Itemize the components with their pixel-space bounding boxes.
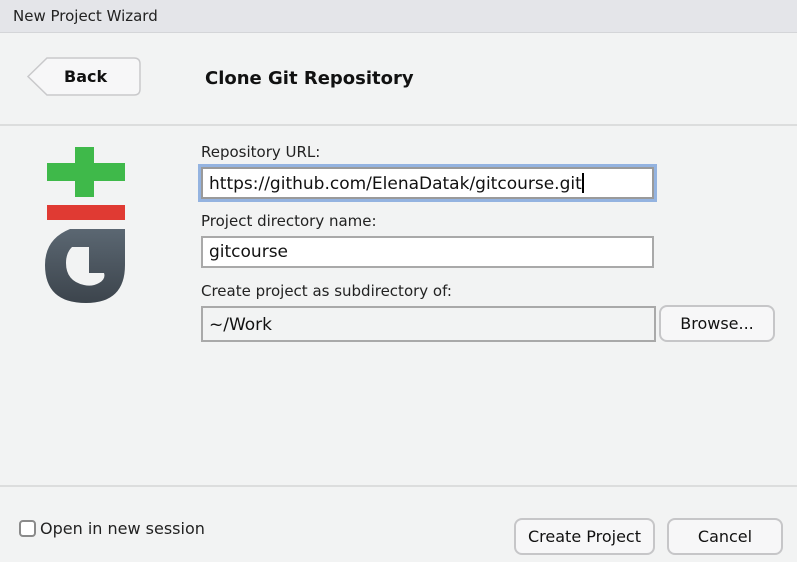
back-button[interactable]: Back [27, 57, 141, 96]
open-new-session-toggle[interactable]: Open in new session [19, 519, 205, 538]
repo-url-input[interactable]: https://github.com/ElenaDatak/gitcourse.… [198, 164, 657, 202]
wizard-header [0, 33, 797, 126]
git-logo-icon [45, 147, 125, 303]
open-new-session-label: Open in new session [40, 519, 205, 538]
repo-url-label: Repository URL: [201, 143, 321, 161]
dir-name-label: Project directory name: [201, 212, 377, 230]
parent-dir-input[interactable]: ~/Work [201, 306, 656, 342]
parent-dir-value: ~/Work [209, 315, 273, 335]
page-title: Clone Git Repository [205, 68, 414, 89]
open-new-session-checkbox[interactable] [19, 520, 36, 537]
footer-divider [0, 485, 797, 487]
dir-name-input[interactable]: gitcourse [201, 236, 654, 268]
dir-name-value: gitcourse [209, 242, 289, 262]
cancel-button[interactable]: Cancel [667, 518, 783, 555]
repo-url-value: https://github.com/ElenaDatak/gitcourse.… [209, 174, 582, 194]
browse-button[interactable]: Browse... [659, 305, 775, 342]
back-arrow-shape-icon [27, 57, 141, 96]
window-title: New Project Wizard [13, 7, 158, 25]
text-caret [581, 173, 584, 193]
back-button-label: Back [64, 67, 108, 86]
parent-dir-label: Create project as subdirectory of: [201, 282, 452, 300]
window-titlebar: New Project Wizard [0, 0, 797, 33]
create-project-button[interactable]: Create Project [514, 518, 655, 555]
